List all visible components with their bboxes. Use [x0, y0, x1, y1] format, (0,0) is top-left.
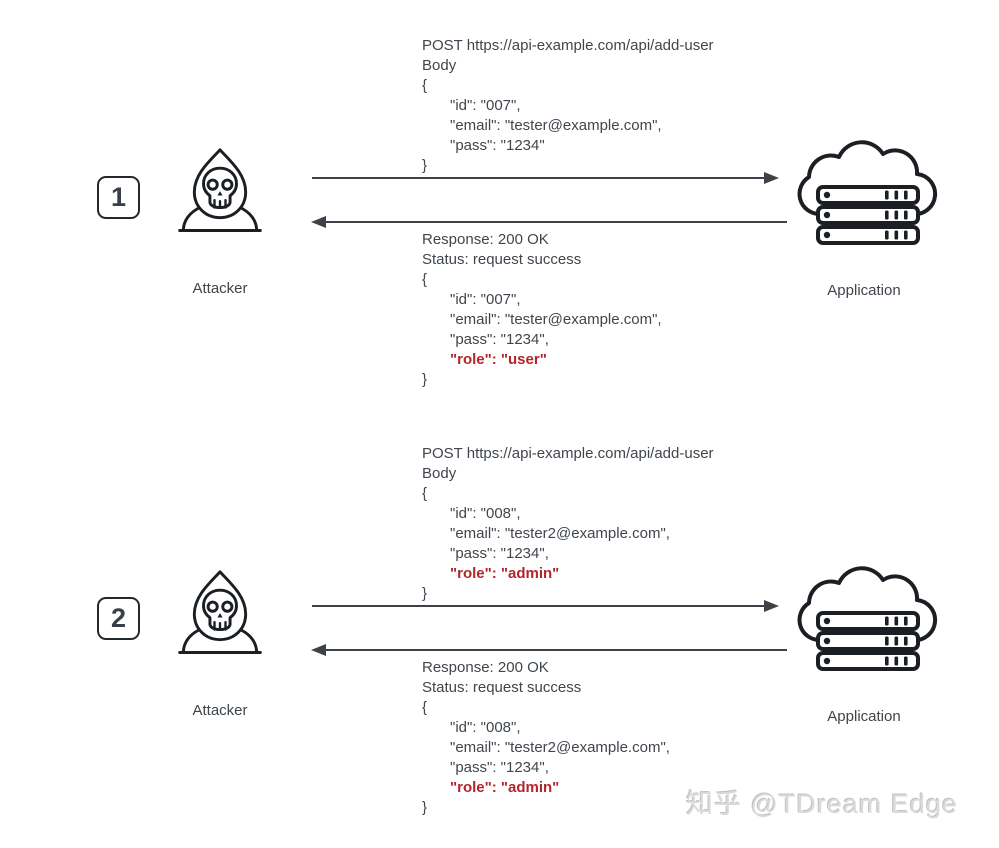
attacker-skull-hood-icon	[178, 570, 262, 654]
code-line-highlighted: "role": "admin"	[450, 779, 560, 796]
step-2-badge: 2	[97, 597, 140, 640]
attacker-skull-hood-icon	[178, 148, 262, 232]
code-line-highlighted: "role": "user"	[450, 351, 547, 368]
request-code-block-1: POST https://api-example.com/api/add-use…	[422, 36, 714, 176]
request-arrow-2	[312, 599, 779, 612]
response-code-block-1: Response: 200 OK Status: request success {…	[422, 230, 662, 390]
application-cloud-server-icon	[797, 140, 938, 245]
code-line: "email": "tester@example.com",	[450, 117, 662, 134]
code-line: POST https://api-example.com/api/add-use…	[422, 445, 714, 462]
code-line: POST https://api-example.com/api/add-use…	[422, 37, 714, 54]
code-line: "pass": "1234",	[450, 759, 549, 776]
code-line: "pass": "1234",	[450, 545, 549, 562]
code-line: "pass": "1234"	[450, 137, 545, 154]
code-line: "pass": "1234",	[450, 331, 549, 348]
application-cloud-server-icon	[797, 566, 938, 671]
code-line: {	[422, 77, 428, 94]
attacker-icon	[176, 146, 264, 238]
response-code-block-2: Response: 200 OK Status: request success {…	[422, 658, 670, 818]
code-line: "email": "tester2@example.com",	[450, 525, 670, 542]
application-icon	[789, 565, 939, 675]
code-line: Response: 200 OK	[422, 659, 549, 676]
code-line: {	[422, 699, 428, 716]
response-arrow-2	[311, 643, 787, 656]
application-label: Application	[827, 282, 901, 299]
code-line: }	[422, 157, 428, 174]
response-arrow-1	[311, 215, 787, 228]
code-line: Response: 200 OK	[422, 231, 549, 248]
step-1-badge: 1	[97, 176, 140, 219]
code-line: "id": "008",	[450, 719, 521, 736]
code-line: Status: request success	[422, 679, 582, 696]
code-line: Body	[422, 57, 457, 74]
request-arrow-1	[312, 171, 779, 184]
application-label: Application	[827, 708, 901, 725]
attacker-1: Attacker	[158, 146, 282, 297]
application-2: Application	[789, 565, 939, 725]
code-line: {	[422, 271, 428, 288]
code-line: Body	[422, 465, 457, 482]
code-line: "id": "007",	[450, 97, 521, 114]
code-line: {	[422, 485, 428, 502]
code-line: "id": "008",	[450, 505, 521, 522]
code-line: "email": "tester2@example.com",	[450, 739, 670, 756]
attacker-label: Attacker	[192, 702, 248, 719]
code-line: "email": "tester@example.com",	[450, 311, 662, 328]
watermark: 知乎 @TDream Edge	[686, 789, 958, 819]
code-line: Status: request success	[422, 251, 582, 268]
code-line: }	[422, 371, 428, 388]
attacker-label: Attacker	[192, 280, 248, 297]
attacker-2: Attacker	[158, 568, 282, 719]
code-line: }	[422, 585, 428, 602]
application-1: Application	[789, 139, 939, 299]
code-line: }	[422, 799, 428, 816]
code-line: "id": "007",	[450, 291, 521, 308]
attacker-icon	[176, 568, 264, 660]
request-code-block-2: POST https://api-example.com/api/add-use…	[422, 444, 714, 604]
application-icon	[789, 139, 939, 249]
code-line-highlighted: "role": "admin"	[450, 565, 560, 582]
